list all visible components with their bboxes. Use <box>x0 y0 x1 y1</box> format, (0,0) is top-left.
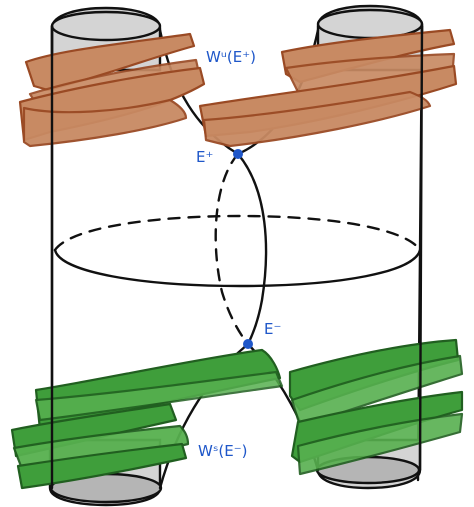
unstable-manifold-label: Wᵘ(E⁺) <box>206 48 256 66</box>
heteroclinic-curves <box>214 152 268 346</box>
e-plus-point <box>233 149 243 159</box>
e-minus-label: E⁻ <box>264 320 281 338</box>
e-plus-label: E⁺ <box>196 148 213 166</box>
middle-ellipse <box>53 214 422 288</box>
unstable-manifold-bands <box>18 28 458 148</box>
tube-walls <box>50 22 424 490</box>
e-minus-point <box>243 339 253 349</box>
stable-manifold-label: Wˢ(E⁻) <box>198 442 248 460</box>
